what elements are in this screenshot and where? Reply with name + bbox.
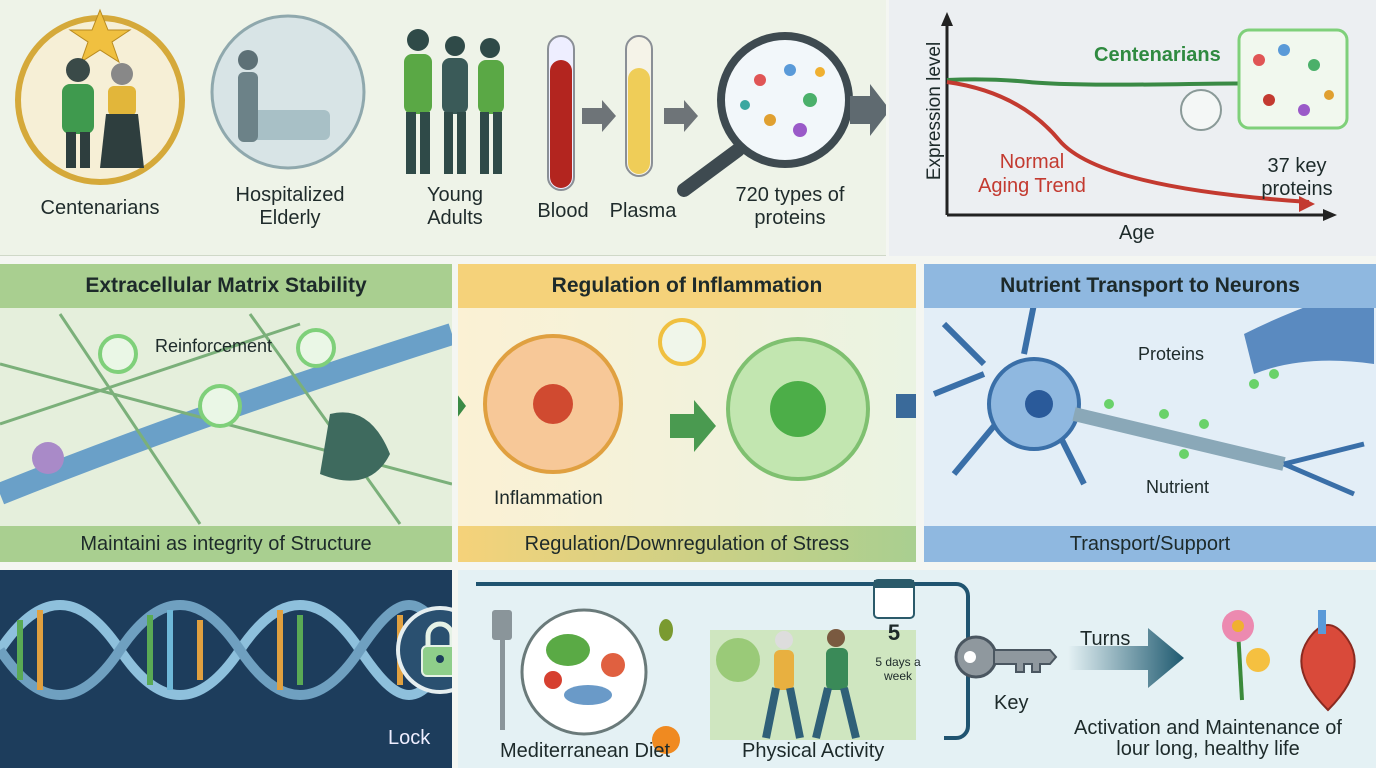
neuron-footer: Transport/Support	[924, 526, 1376, 562]
centenarians-medal-icon	[15, 8, 185, 185]
flower-icon	[1222, 610, 1270, 701]
key-label: Key	[994, 692, 1029, 714]
neuron-illustration	[932, 284, 1374, 497]
calendar-icon	[873, 579, 915, 619]
inflammation-title: Regulation of Inflammation	[458, 264, 916, 308]
normal-aging-label: Normal Aging Trend	[978, 151, 1086, 197]
y-axis-label: Expression level	[924, 41, 945, 181]
reinforcement-label: Reinforcement	[155, 336, 273, 356]
neuron-panel: Nutrient Transport to Neurons Proteins N…	[924, 264, 1376, 562]
label-hospitalized-elderly: Hospitalized Elderly	[235, 184, 345, 229]
calendar-text: 5 days a week	[875, 655, 921, 683]
neuron-title: Nutrient Transport to Neurons	[924, 264, 1376, 308]
expression-chart	[941, 12, 1349, 221]
cohort-illustrations	[15, 8, 886, 197]
lock-label: Lock	[388, 727, 431, 749]
orange-icon	[652, 726, 680, 754]
diet-label: Mediterranean Diet	[500, 740, 671, 762]
label-720-proteins: 720 types of proteins	[735, 184, 845, 229]
ecm-illustration	[0, 313, 452, 525]
ecm-title: Extracellular Matrix Stability	[0, 264, 452, 308]
normal-aging-line	[946, 80, 1310, 204]
nutrient-label: Nutrient	[1146, 477, 1210, 497]
centenarians-line-label: Centenarians	[1094, 44, 1221, 66]
lifestyle-illustration	[476, 579, 1356, 754]
magnifier-proteins-icon	[677, 32, 853, 197]
expression-chart-panel: Expression level Age Centenarians Normal…	[889, 0, 1376, 256]
hospitalized-elderly-icon	[210, 14, 366, 170]
key-icon	[954, 635, 1058, 679]
result-label: Activation and Maintenance of lour long,…	[1074, 717, 1342, 760]
turns-label: Turns	[1080, 628, 1131, 650]
plasma-tube-icon	[625, 35, 653, 177]
inflammation-illustration	[458, 318, 916, 481]
ecm-panel: Extracellular Matrix Stability Reinforce…	[0, 264, 452, 562]
arrow-icon	[850, 84, 886, 136]
arrow-icon	[664, 100, 698, 132]
key-proteins-label: 37 key proteins	[1261, 155, 1333, 200]
key-proteins-box	[1237, 28, 1349, 130]
fork-icon	[492, 610, 512, 730]
turns-arrow	[1068, 628, 1184, 688]
dna-lock-panel: Lock	[0, 570, 452, 768]
cohort-panel: Centenarians Hospitalized Elderly Young …	[0, 0, 886, 256]
inflammation-footer: Regulation/Downregulation of Stress	[458, 526, 916, 562]
label-centenarians: Centenarians	[40, 197, 160, 219]
dna-illustration	[0, 600, 452, 700]
diet-plate-icon	[520, 608, 648, 736]
heart-icon	[1300, 610, 1356, 712]
lifestyle-panel: 5 5 days a week Mediterranean Diet Physi…	[458, 570, 1376, 768]
x-axis-label: Age	[1119, 222, 1155, 244]
arrow-icon	[670, 400, 716, 452]
arrow-icon	[582, 100, 616, 132]
label-plasma: Plasma	[609, 200, 677, 222]
young-adults-icon	[404, 29, 504, 174]
inflammation-label: Inflammation	[494, 488, 603, 509]
lock-icon	[421, 621, 452, 677]
label-blood: Blood	[537, 200, 589, 222]
proteins-label: Proteins	[1138, 344, 1205, 364]
ecm-footer: Maintaini as integrity of Structure	[0, 526, 452, 562]
blood-tube-icon	[547, 35, 575, 191]
label-young-adults: Young Adults	[427, 184, 483, 229]
inflammation-panel: Regulation of Inflammation Inflammation …	[458, 264, 916, 562]
activity-label: Physical Activity	[742, 740, 885, 762]
calendar-number: 5	[887, 620, 901, 645]
